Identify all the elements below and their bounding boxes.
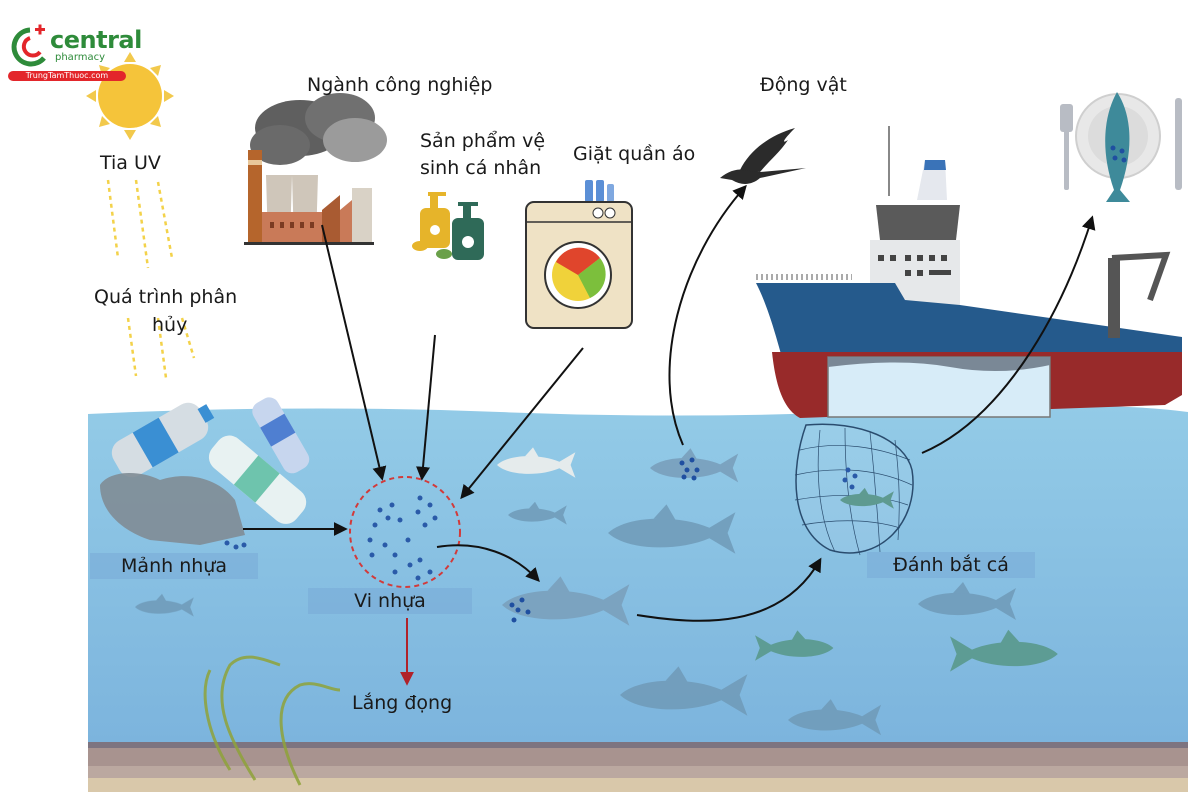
label-personal-care-2: sinh cá nhân — [420, 157, 542, 179]
seabed-sediment — [88, 742, 1188, 748]
brand-sub: pharmacy — [55, 52, 106, 63]
logo-mark — [11, 24, 46, 67]
label-personal-care-1: Sản phẩm vệ — [420, 130, 546, 152]
label-degradation-2: hủy — [152, 314, 188, 336]
label-degradation-1: Quá trình phân — [94, 286, 238, 308]
label-plastic-fragments: Mảnh nhựa — [90, 553, 258, 579]
plastic-bag-icon — [100, 473, 245, 545]
label-microplastics: Vi nhựa — [308, 588, 472, 614]
label-laundry: Giặt quần áo — [573, 143, 696, 165]
label-sedimentation: Lắng đọng — [352, 692, 453, 714]
label-uv: Tia UV — [100, 152, 161, 174]
label-fishing: Đánh bắt cá — [867, 552, 1035, 578]
label-animals: Động vật — [760, 74, 847, 96]
seabed-sand — [88, 778, 1188, 792]
sun-icon — [86, 52, 174, 140]
soap-bottles-icon — [412, 192, 484, 260]
fish-plate-icon — [1060, 92, 1182, 202]
label-industry: Ngành công nghiệp — [307, 74, 493, 96]
plastic-bottles-icon — [111, 397, 310, 524]
factory-icon — [244, 93, 387, 245]
bird-icon — [720, 128, 806, 184]
uv-rays — [106, 179, 196, 379]
washing-machine-icon — [525, 180, 633, 329]
seaweed-icon — [203, 655, 341, 786]
microplastic-circle — [349, 476, 461, 588]
flow-arrows — [243, 184, 1096, 622]
microplastic-dots — [367, 495, 438, 581]
ship-icon — [756, 126, 1182, 418]
brand-name: central — [50, 26, 142, 54]
brand-site[interactable]: TrungTamThuoc.com — [8, 71, 126, 81]
